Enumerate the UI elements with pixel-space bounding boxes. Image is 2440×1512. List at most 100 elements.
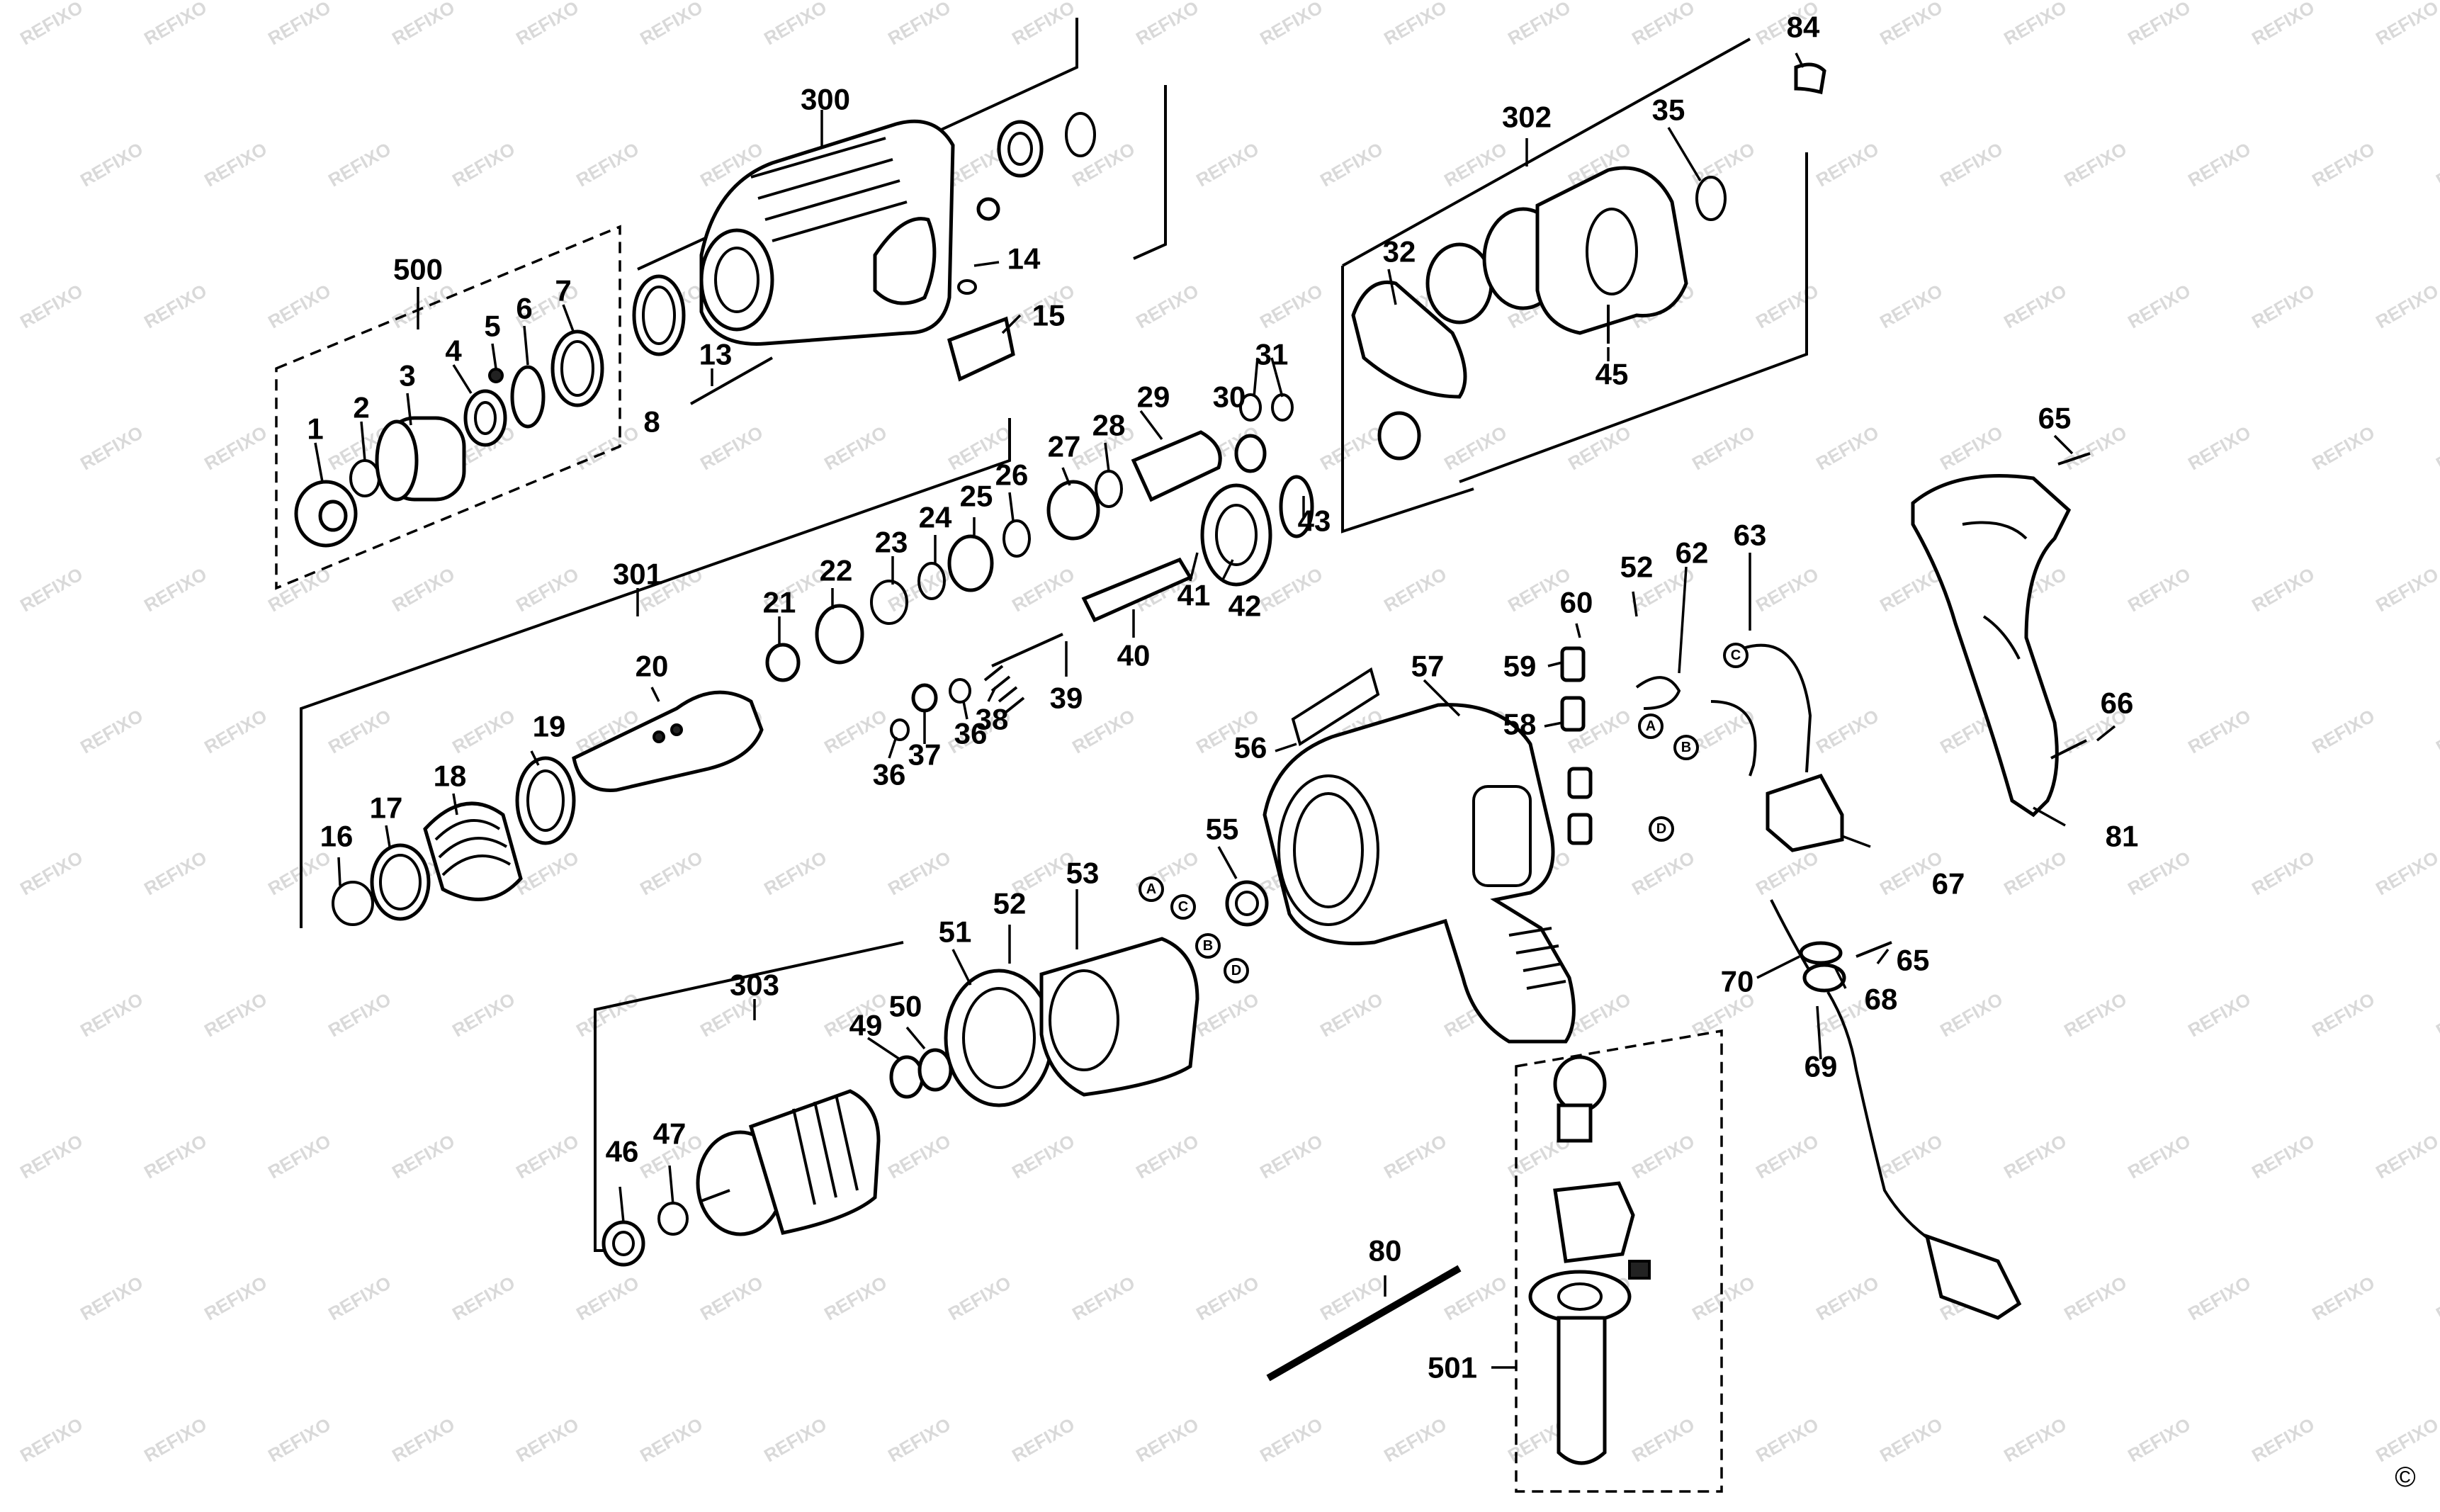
- watermark-text: REFIXO: [1132, 280, 1202, 332]
- part-label-27: 27: [1048, 430, 1081, 463]
- watermark-text: REFIXO: [1812, 422, 1882, 474]
- connector-marker-A: A: [1139, 876, 1164, 902]
- part-label-31: 31: [1255, 338, 1289, 371]
- part-label-2: 2: [353, 391, 369, 424]
- watermark-text: REFIXO: [200, 988, 271, 1041]
- watermark-text: REFIXO: [77, 988, 147, 1041]
- watermark-text: REFIXO: [2124, 1414, 2194, 1466]
- part-label-59: 59: [1503, 650, 1537, 683]
- watermark-text: REFIXO: [2248, 280, 2318, 332]
- part-label-41: 41: [1177, 579, 1211, 612]
- part-label-49: 49: [849, 1009, 883, 1042]
- svg-text:A: A: [1646, 718, 1656, 734]
- group-label-500: 500: [393, 253, 443, 286]
- watermark-layer: REFIXO REFIXO REFIXO REFIXO REFIXO REFIXO REFI…: [16, 0, 2440, 1466]
- part-label-3: 3: [399, 359, 415, 393]
- watermark-text: REFIXO: [2060, 988, 2130, 1041]
- watermark-text: REFIXO: [1192, 988, 1263, 1041]
- svg-text:B: B: [1681, 740, 1691, 755]
- svg-text:A: A: [1146, 881, 1156, 897]
- watermark-text: REFIXO: [1380, 1130, 1450, 1183]
- part-label-6: 6: [516, 292, 532, 325]
- watermark-text: REFIXO: [1688, 138, 1758, 191]
- watermark-text: REFIXO: [2248, 563, 2318, 616]
- watermark-text: REFIXO: [1008, 0, 1078, 49]
- part-drawings: [294, 62, 2091, 1465]
- watermark-text: REFIXO: [1936, 138, 2006, 191]
- watermark-text: REFIXO: [2124, 280, 2194, 332]
- watermark-text: REFIXO: [2432, 988, 2440, 1041]
- watermark-text: REFIXO: [200, 138, 271, 191]
- watermark-text: REFIXO: [1316, 988, 1386, 1041]
- watermark-text: REFIXO: [1316, 422, 1386, 474]
- watermark-text: REFIXO: [2372, 1414, 2440, 1466]
- watermark-text: REFIXO: [77, 1272, 147, 1324]
- watermark-text: REFIXO: [2372, 847, 2440, 899]
- watermark-text: REFIXO: [1812, 705, 1882, 757]
- group-label-300: 300: [801, 83, 850, 116]
- watermark-text: REFIXO: [1440, 138, 1510, 191]
- part-label-21: 21: [763, 586, 796, 619]
- group-label-501: 501: [1428, 1351, 1477, 1384]
- watermark-text: REFIXO: [944, 1272, 1015, 1324]
- watermark-text: REFIXO: [2248, 1130, 2318, 1183]
- watermark-text: REFIXO: [1316, 138, 1386, 191]
- part-label-81: 81: [2106, 820, 2139, 853]
- part-label-70: 70: [1721, 965, 1754, 998]
- part-label-68: 68: [1865, 983, 1898, 1016]
- part-label-5: 5: [484, 310, 500, 343]
- part-label-25: 25: [960, 480, 993, 513]
- watermark-text: REFIXO: [572, 138, 643, 191]
- part-label-4: 4: [445, 334, 462, 368]
- watermark-text: REFIXO: [388, 1414, 458, 1466]
- watermark-text: REFIXO: [1380, 0, 1450, 49]
- watermark-text: REFIXO: [388, 280, 458, 332]
- part-label-38: 38: [976, 703, 1009, 736]
- watermark-text: REFIXO: [2000, 1414, 2070, 1466]
- watermark-text: REFIXO: [1628, 1414, 1698, 1466]
- group-label-301: 301: [613, 558, 662, 591]
- watermark-text: REFIXO: [1380, 563, 1450, 616]
- part-label-43: 43: [1298, 504, 1331, 538]
- watermark-text: REFIXO: [1812, 138, 1882, 191]
- part-label-37: 37: [908, 738, 942, 772]
- part-label-36: 36: [954, 717, 988, 750]
- watermark-text: REFIXO: [1752, 280, 1822, 332]
- watermark-text: REFIXO: [1628, 1130, 1698, 1183]
- watermark-text: REFIXO: [388, 0, 458, 49]
- group-label-302: 302: [1502, 101, 1552, 134]
- watermark-text: REFIXO: [2060, 138, 2130, 191]
- watermark-text: REFIXO: [2248, 0, 2318, 49]
- watermark-text: REFIXO: [1812, 1272, 1882, 1324]
- part-label-19: 19: [533, 710, 566, 743]
- watermark-text: REFIXO: [2184, 422, 2254, 474]
- watermark-text: REFIXO: [2308, 988, 2378, 1041]
- watermark-text: REFIXO: [16, 0, 86, 49]
- part-label-35: 35: [1652, 94, 1685, 127]
- part-label-7: 7: [555, 274, 571, 308]
- watermark-text: REFIXO: [1688, 705, 1758, 757]
- watermark-text: REFIXO: [572, 988, 643, 1041]
- watermark-text: REFIXO: [2432, 138, 2440, 191]
- watermark-text: REFIXO: [1936, 422, 2006, 474]
- part-label-17: 17: [370, 791, 403, 825]
- part-label-22: 22: [820, 554, 853, 587]
- watermark-text: REFIXO: [696, 1272, 767, 1324]
- svg-text:D: D: [1231, 963, 1241, 978]
- part-label-15: 15: [1032, 299, 1066, 332]
- watermark-text: REFIXO: [140, 280, 210, 332]
- part-label-29: 29: [1137, 380, 1170, 414]
- watermark-text: REFIXO: [1876, 0, 1946, 49]
- part-label-26: 26: [995, 458, 1029, 492]
- watermark-text: REFIXO: [448, 1272, 519, 1324]
- watermark-text: REFIXO: [1132, 1130, 1202, 1183]
- connector-marker-D: D: [1224, 958, 1249, 983]
- watermark-text: REFIXO: [1504, 0, 1574, 49]
- watermark-text: REFIXO: [1440, 1272, 1510, 1324]
- part-label-57: 57: [1411, 650, 1445, 683]
- watermark-text: REFIXO: [388, 563, 458, 616]
- svg-text:C: C: [1731, 648, 1741, 663]
- watermark-text: REFIXO: [636, 1414, 706, 1466]
- watermark-text: REFIXO: [1752, 847, 1822, 899]
- watermark-text: REFIXO: [200, 705, 271, 757]
